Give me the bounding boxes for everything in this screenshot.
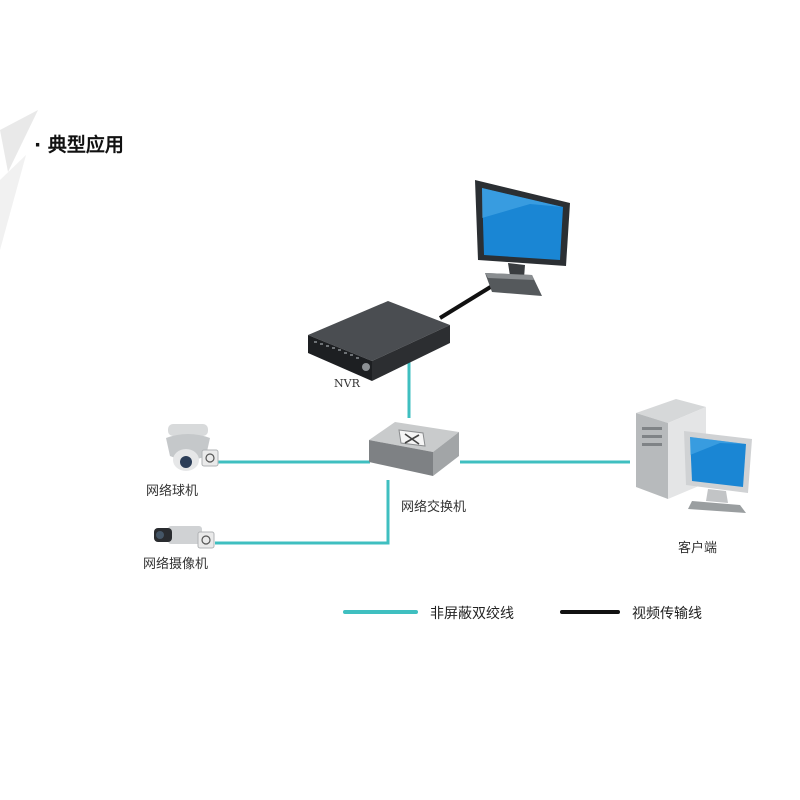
- dome-camera-icon: [166, 424, 219, 471]
- bullet-switch-line: [215, 480, 390, 545]
- section-heading: · 典型应用: [34, 134, 124, 156]
- switch-label: 网络交换机: [401, 500, 467, 515]
- client-pc-icon: [636, 399, 752, 513]
- nvr-icon: [308, 301, 450, 381]
- dome-camera-label: 网络球机: [146, 484, 199, 499]
- switch-icon: [369, 422, 459, 476]
- nvr-label: NVR: [334, 377, 360, 390]
- legend-utp-label: 非屏蔽双绞线: [430, 606, 514, 622]
- client-label: 客户端: [678, 541, 718, 556]
- monitor-icon: [475, 180, 570, 296]
- bullet-camera-label: 网络摄像机: [143, 557, 209, 572]
- legend-utp-swatch: [343, 610, 418, 614]
- nvr-monitor-line: [438, 281, 499, 320]
- legend-video-swatch: [560, 610, 620, 614]
- bullet-camera-icon: [154, 526, 215, 549]
- legend-video-label: 视频传输线: [632, 606, 702, 622]
- corner-decoration: [0, 110, 38, 250]
